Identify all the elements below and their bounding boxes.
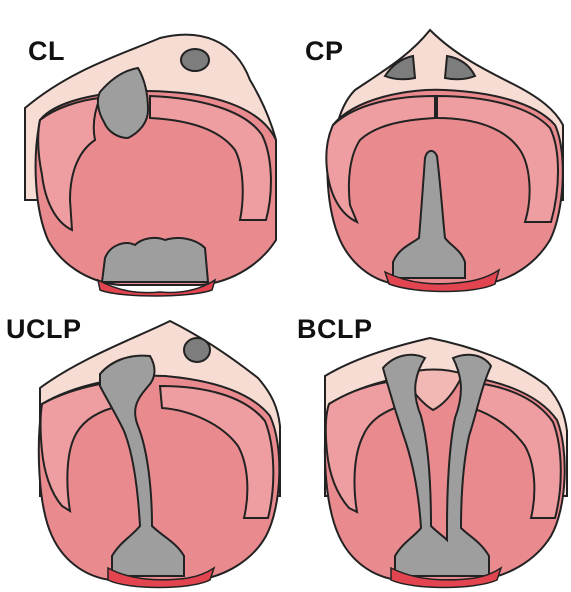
panel-label-cl: CL xyxy=(28,36,65,67)
panel-label-bclp: BCLP xyxy=(297,314,373,345)
panel-uclp: UCLP xyxy=(0,296,285,592)
panel-cl: CL xyxy=(0,0,285,296)
panel-label-uclp: UCLP xyxy=(6,314,82,345)
panel-label-cp: CP xyxy=(305,36,344,67)
panel-bclp: BCLP xyxy=(285,296,571,592)
panel-cp: CP xyxy=(285,0,571,296)
cl-uvula-base xyxy=(102,238,208,282)
cp-nostril-right xyxy=(445,56,475,79)
cl-nostril xyxy=(181,49,209,71)
uclp-nostril xyxy=(184,338,210,362)
